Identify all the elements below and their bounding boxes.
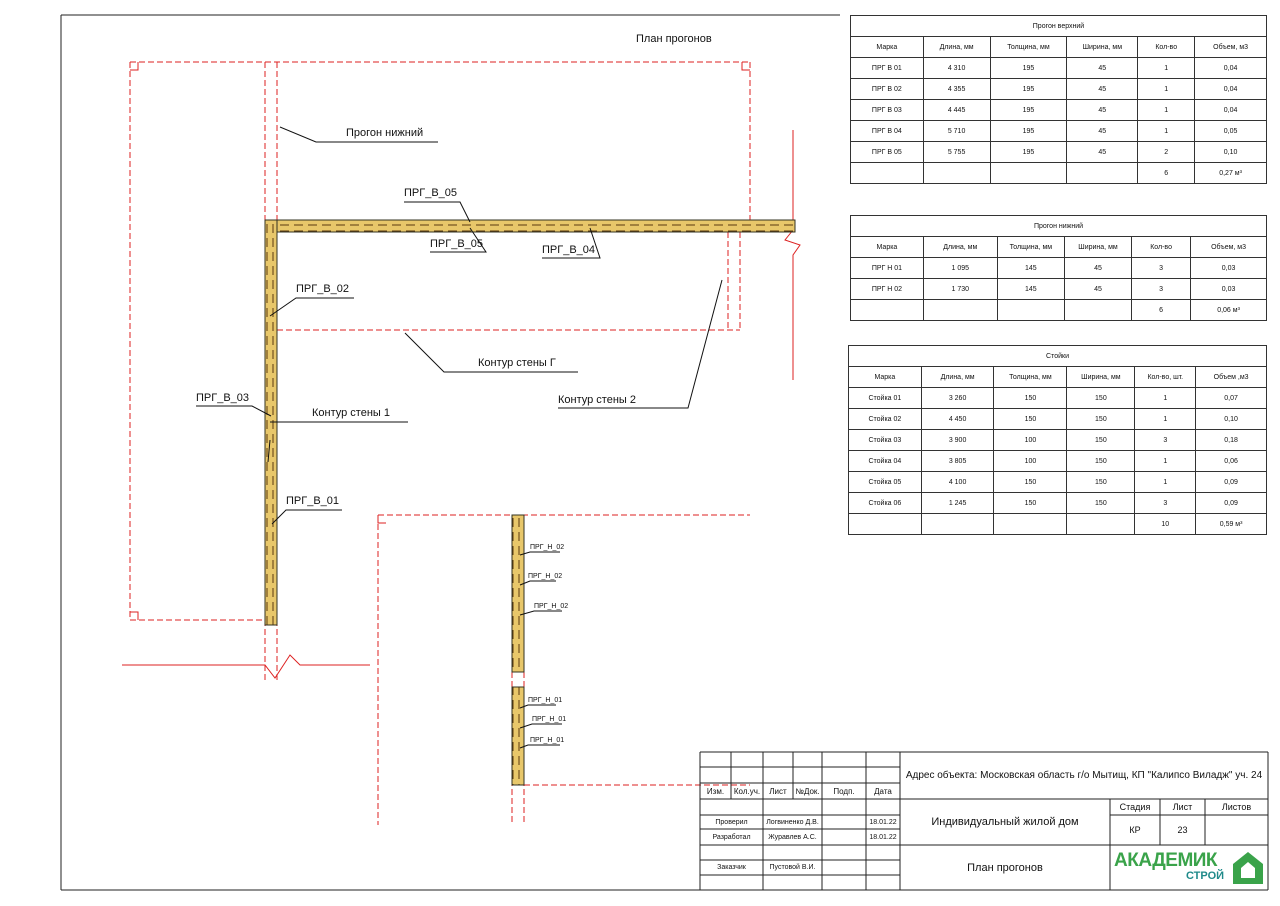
checked-name: Логвиненко Д.В. (766, 818, 819, 826)
table-cell (1066, 513, 1136, 535)
wall-contours (129, 61, 751, 825)
sheet-value: 23 (1177, 825, 1188, 835)
label-kontur-2: Контур стены 2 (558, 394, 636, 406)
table-cell: 45 (1063, 278, 1133, 300)
address: Адрес объекта: Московская область г/о Мы… (905, 770, 1263, 781)
sheets-label: Листов (1221, 802, 1252, 812)
beam-prg-n-01 (511, 686, 525, 786)
table-cell: 6 (1137, 162, 1196, 184)
label-prg-n-01: ПРГ_Н_01 (528, 697, 563, 704)
col-list: Лист (769, 786, 787, 796)
table-cell: 0,06 м³ (1190, 299, 1267, 321)
table-cell: 6 (1131, 299, 1192, 321)
stage-label: Стадия (1119, 802, 1151, 812)
sheet-frame (60, 14, 1269, 891)
developed-label: Разработал (712, 833, 751, 841)
label-prg-v-01: ПРГ_В_01 (286, 495, 340, 507)
leader-lines (196, 126, 723, 749)
drawing-title: План прогонов (636, 33, 712, 45)
table-cell (1063, 299, 1133, 321)
table-cell (1066, 162, 1139, 184)
col-ndok: №Док. (795, 786, 820, 796)
table-cell (922, 162, 991, 184)
label-prg-v-05: ПРГ_В_05 (430, 238, 484, 250)
label-prg-v-03: ПРГ_В_03 (196, 392, 250, 404)
project-name: Индивидуальный жилой дом (931, 816, 1079, 828)
col-data: Дата (874, 786, 892, 796)
developed-date: 18.01.22 (869, 833, 897, 841)
sheet-title: План прогонов (967, 861, 1043, 874)
label-prg-v-04: ПРГ_В_04 (542, 244, 596, 256)
break-lines (122, 62, 801, 679)
table-cell: 0,59 м³ (1195, 513, 1267, 535)
table-cell: 45 (1066, 120, 1139, 142)
label-prg-n-02: ПРГ_Н_02 (528, 573, 563, 580)
col-podp: Подп. (833, 786, 855, 796)
sheet-label: Лист (1172, 802, 1193, 812)
label-prg-n-01: ПРГ_Н_01 (532, 716, 567, 723)
label-prg-v-05: ПРГ_В_05 (404, 187, 458, 199)
checked-label: Проверил (715, 818, 748, 826)
stage-value: КР (1129, 825, 1141, 835)
label-prg-n-01: ПРГ_Н_01 (530, 737, 565, 744)
label-prg-n-02: ПРГ_Н_02 (530, 544, 565, 551)
label-progon-nizhniy: Прогон нижний (346, 127, 424, 139)
column-header: Ширина, мм (1063, 236, 1133, 258)
label-kontur-1: Контур стены 1 (312, 407, 390, 419)
house-logo-icon (1233, 852, 1263, 884)
logo-subtext: СТРОЙ (1186, 870, 1225, 882)
table-cell (848, 513, 922, 535)
table-cell (996, 299, 1065, 321)
logo-text: АКАДЕМИК (1114, 850, 1218, 871)
customer-name: Пустовой В.И. (769, 864, 816, 871)
col-izm: Изм. (706, 786, 725, 796)
checked-date: 18.01.22 (869, 818, 897, 826)
label-kontur-g: Контур стены Г (478, 357, 556, 369)
company-logo: АКАДЕМИК СТРОЙ (1114, 848, 1266, 888)
table-cell: 3 (1131, 278, 1192, 300)
label-prg-n-02: ПРГ_Н_02 (534, 603, 569, 610)
customer-label: Заказчик (717, 864, 746, 871)
developed-name: Журавлев А.С. (768, 833, 817, 841)
table-cell: 0,27 м³ (1194, 162, 1267, 184)
col-koluch: Кол.уч. (733, 786, 761, 796)
label-prg-v-02: ПРГ_В_02 (296, 283, 350, 295)
